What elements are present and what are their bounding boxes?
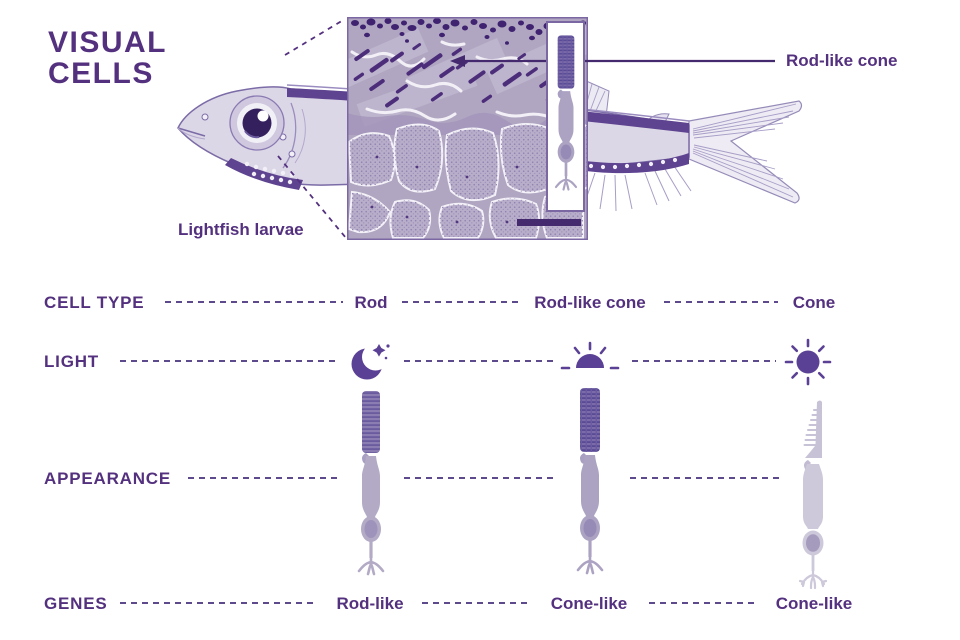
- rod-like-cone-cell-icon: [554, 34, 577, 191]
- dash-connector: [188, 477, 341, 479]
- dash-connector: [402, 301, 518, 303]
- moon-and-stars-icon: [348, 337, 394, 385]
- dash-connector: [664, 301, 778, 303]
- genes-rod-like: Rod-like: [336, 594, 404, 613]
- cone-cell-icon: [795, 398, 831, 598]
- dash-connector: [630, 477, 784, 479]
- specimen-label: Lightfish larvae: [178, 220, 304, 239]
- sunrise-icon: [560, 340, 620, 374]
- inset-connector-line-top: [284, 18, 346, 56]
- dash-connector: [120, 360, 338, 362]
- genes-cone-like-2: Cone-like: [775, 594, 853, 613]
- row-label-cell-type: CELL TYPE: [44, 293, 145, 312]
- cell-type-cone: Cone: [792, 293, 836, 312]
- row-label-appearance: APPEARANCE: [44, 469, 172, 488]
- page-title: VISUAL CELLS: [48, 27, 167, 89]
- row-label-genes: GENES: [44, 594, 108, 613]
- dash-connector: [404, 477, 558, 479]
- rod-like-cone-cell-icon: [572, 387, 608, 585]
- dash-connector: [120, 602, 317, 604]
- scale-bar: [517, 219, 581, 226]
- inset-cell-panel: [546, 21, 585, 212]
- genes-cone-like-1: Cone-like: [550, 594, 628, 613]
- page-title-line2: CELLS: [48, 57, 154, 90]
- cell-type-rod-like-cone: Rod-like cone: [534, 293, 646, 312]
- dash-connector: [649, 602, 758, 604]
- sun-icon: [784, 338, 832, 386]
- callout-label: Rod-like cone: [786, 51, 898, 70]
- cell-type-rod: Rod: [354, 293, 388, 312]
- dash-connector: [632, 360, 776, 362]
- dash-connector: [422, 602, 529, 604]
- dash-connector: [165, 301, 343, 303]
- fish-eye: [229, 95, 285, 151]
- rod-cell-icon: [353, 390, 389, 586]
- dash-connector: [404, 360, 556, 362]
- page-title-line1: VISUAL: [48, 26, 168, 59]
- row-label-light: LIGHT: [44, 352, 99, 371]
